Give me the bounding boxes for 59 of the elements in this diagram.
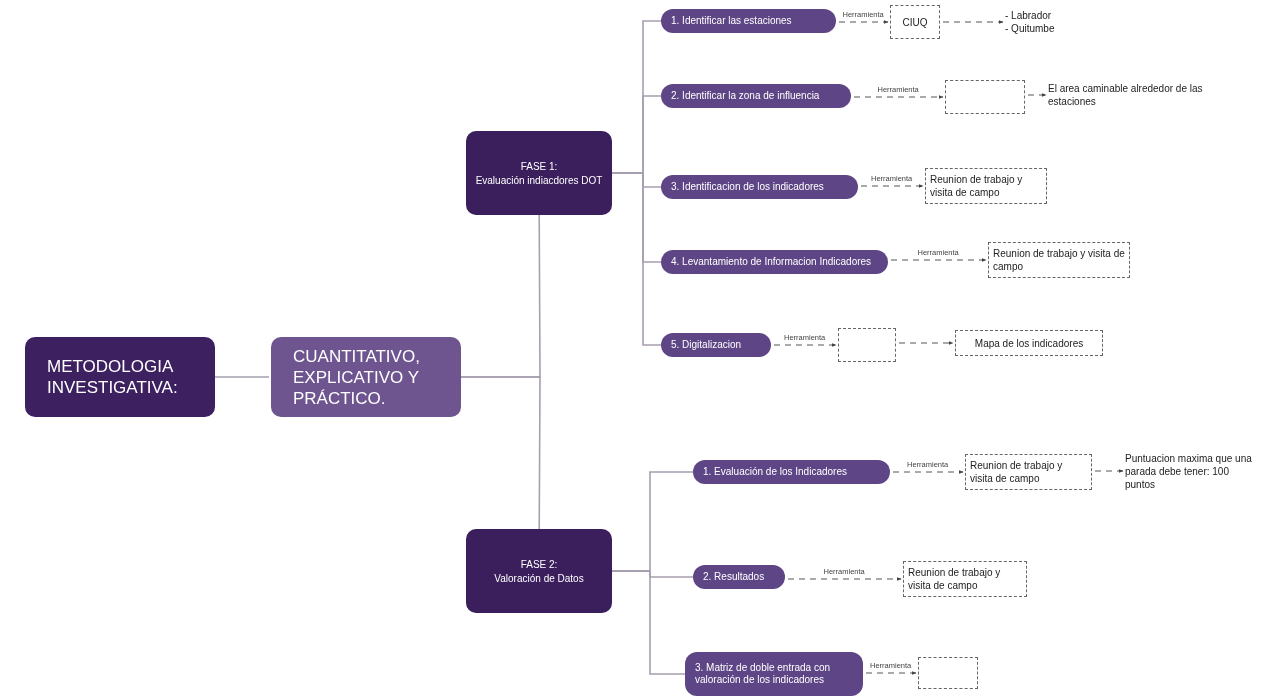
- step-pill: [661, 333, 771, 357]
- connector-line: [611, 172, 662, 346]
- dashed-arrow: [853, 95, 944, 99]
- step-pill: [693, 460, 890, 484]
- dashed-arrow: [787, 577, 902, 581]
- step-pill: [661, 250, 888, 274]
- dashed-arrow: [942, 20, 1004, 24]
- phase-description: Evaluación indiacdores DOT: [475, 173, 603, 187]
- step-label: 4. Levantamiento de Informacion Indicadores: [671, 256, 872, 268]
- dashed-arrow: [860, 184, 924, 188]
- step-label: 1. Identificar las estaciones: [671, 15, 792, 27]
- note-text: - Labrador: [1005, 9, 1053, 22]
- dashed-arrow: [773, 343, 837, 347]
- tool-box: [965, 454, 1092, 490]
- step-label: 1. Evaluación de los Indicadores: [703, 466, 847, 478]
- dashed-arrow: [1027, 93, 1047, 97]
- step-pill: [693, 565, 785, 589]
- note-text: - Quitumbe: [1005, 22, 1056, 35]
- dashed-arrow: [892, 470, 964, 474]
- tool-box: [890, 5, 940, 39]
- tool-text: Mapa de los indicadores: [974, 336, 1084, 350]
- step-pill: [661, 9, 836, 33]
- note-text: Puntuacion maxima que una parada debe tener: 100 puntos: [1125, 451, 1253, 491]
- dashed-arrow: [890, 258, 987, 262]
- tool-box: [838, 328, 896, 362]
- approach-box: [271, 337, 461, 417]
- phase-description: Valoración de Datos: [494, 571, 584, 585]
- dashed-arrow: [838, 20, 889, 24]
- note-text: El area caminable alrededor de las estaciones: [1048, 82, 1204, 108]
- dashed-arrow: [865, 671, 917, 675]
- phase-box: [466, 529, 612, 613]
- phase-box: [466, 131, 612, 215]
- phase-heading: FASE 1:: [520, 159, 558, 173]
- title-text: METODOLOGIA INVESTIGATIVA:: [47, 356, 179, 398]
- step-pill: [661, 175, 858, 199]
- step-label: 5. Digitalizacion: [671, 339, 742, 351]
- tool-box: [955, 330, 1103, 356]
- tool-box: [918, 657, 978, 689]
- tool-text: Reunion de trabajo y visita de campo: [993, 247, 1125, 273]
- tool-text: Reunion de trabajo y visita de campo: [930, 173, 1024, 199]
- connector-line: [460, 376, 541, 530]
- step-pill: [685, 652, 863, 696]
- tool-box: [925, 168, 1047, 204]
- step-label: 2. Identificar la zona de influencia: [671, 90, 820, 102]
- step-label: 3. Identificacion de los indicadores: [671, 181, 824, 193]
- tool-box: [903, 561, 1027, 597]
- connector-line: [214, 376, 270, 378]
- step-label: 2. Resultados: [703, 571, 765, 583]
- tool-text: Reunion de trabajo y visita de campo: [970, 459, 1064, 485]
- title-box: [25, 337, 215, 417]
- tool-text: Reunion de trabajo y visita de campo: [908, 566, 1002, 592]
- step-pill: [661, 84, 851, 108]
- tool-box: [945, 80, 1025, 114]
- step-label: 3. Matriz de doble entrada con valoración de los indicadores: [695, 662, 832, 686]
- tool-text: CIUQ: [902, 15, 928, 29]
- approach-text: CUANTITATIVO, EXPLICATIVO Y PRÁCTICO.: [293, 345, 421, 409]
- dashed-arrow: [898, 341, 954, 345]
- dashed-arrow: [1094, 469, 1124, 473]
- phase-heading: FASE 2:: [520, 557, 558, 571]
